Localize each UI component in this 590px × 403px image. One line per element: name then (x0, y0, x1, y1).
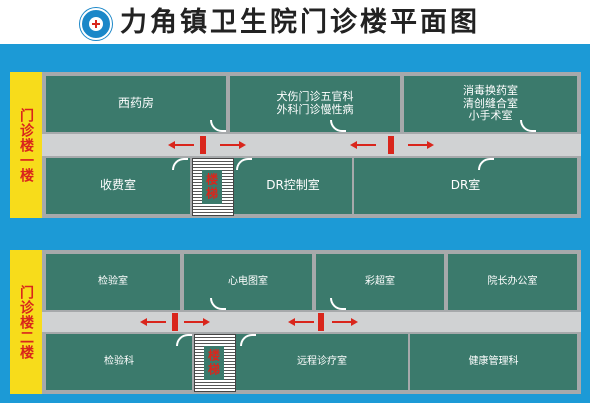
room-cashier: 收费室 (46, 158, 190, 214)
room-lab-dept: 检验科 (46, 334, 192, 390)
room-remote-clinic: 远程诊疗室 (236, 334, 408, 390)
room-disinfection: 消毒换药室 清创缝合室 小手术室 (404, 76, 577, 132)
floor1-stairs (192, 158, 234, 216)
door-icon (210, 298, 226, 310)
arrow-left-icon (288, 318, 314, 326)
room-trauma-dept: 犬伤门诊五官科 外科门诊慢性病 (230, 76, 400, 132)
door-icon (330, 298, 346, 310)
arrow-right-icon (332, 318, 358, 326)
floor2-stair-label: 楼梯 (204, 346, 224, 380)
arrow-left-icon (140, 318, 166, 326)
room-ecg: 心电图室 (184, 254, 312, 310)
room-dean-office: 院长办公室 (448, 254, 577, 310)
exit-sign-icon (318, 313, 324, 331)
arrow-left-icon (350, 141, 376, 149)
page-title: 力角镇卫生院门诊楼平面图 (120, 7, 480, 38)
floor1-label: 门诊楼一楼 (10, 72, 42, 218)
arrow-right-icon (220, 141, 246, 149)
floor2-label: 门诊楼二楼 (10, 250, 42, 394)
arrow-right-icon (408, 141, 434, 149)
door-icon (210, 120, 226, 132)
arrow-left-icon (168, 141, 194, 149)
exit-sign-icon (172, 313, 178, 331)
floor1-label-text: 门诊楼一楼 (18, 107, 34, 183)
room-health-mgmt: 健康管理科 (410, 334, 577, 390)
door-icon (520, 120, 536, 132)
door-icon (330, 120, 346, 132)
floor1-corridor (42, 134, 581, 156)
arrow-right-icon (184, 318, 210, 326)
exit-sign-icon (388, 136, 394, 154)
exit-sign-icon (200, 136, 206, 154)
header: 力角镇卫生院门诊楼平面图 (0, 0, 590, 44)
hospital-logo-icon (80, 8, 112, 40)
room-dr-control: DR控制室 (234, 158, 352, 214)
floor1-stair-label: 楼梯 (202, 170, 222, 204)
floor2-label-text: 门诊楼二楼 (18, 284, 34, 360)
room-lab: 检验室 (46, 254, 180, 310)
room-western-pharmacy: 西药房 (46, 76, 226, 132)
room-dr: DR室 (354, 158, 577, 214)
